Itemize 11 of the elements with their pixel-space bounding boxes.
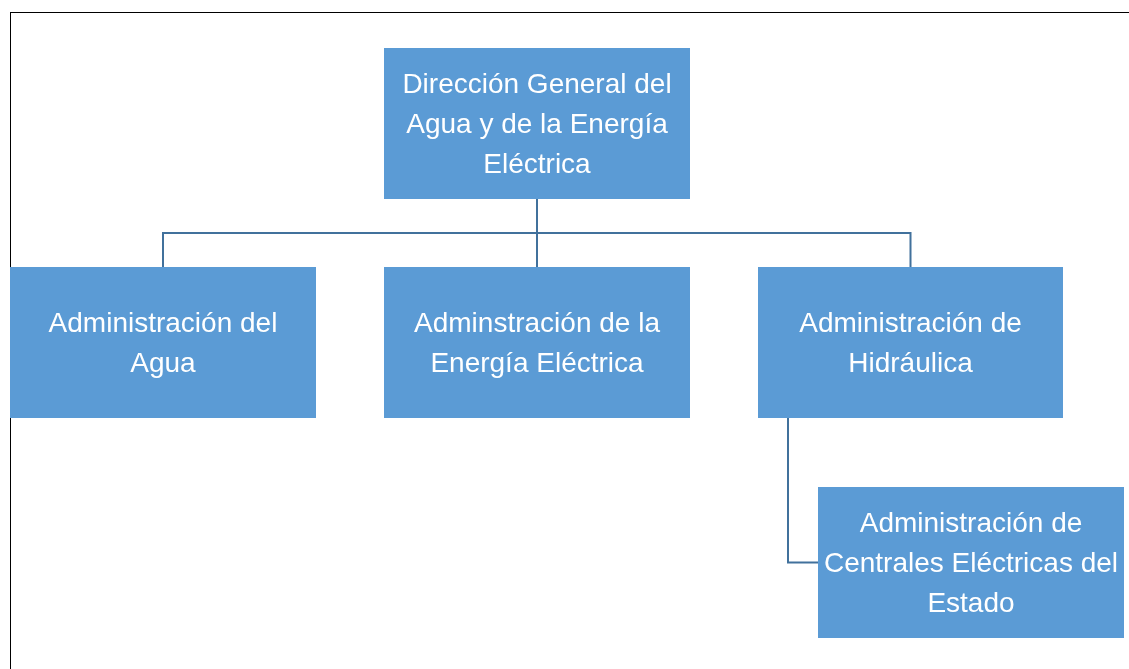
box-label: Administración de Hidráulica (798, 305, 1023, 380)
box-label: Administración del Agua (47, 305, 279, 380)
connector-line (787, 417, 819, 564)
box-label: Dirección General del Agua y de la Energía Eléctrica (401, 66, 673, 181)
org-box (10, 267, 316, 418)
org-box (384, 267, 690, 418)
org-box (758, 267, 1063, 418)
org-box (384, 48, 690, 199)
org-box (818, 487, 1124, 638)
box-label: Adminstración de la Energía Eléctrica (413, 305, 661, 380)
box-label: Administración de Centrales Eléctricas del Estado (822, 505, 1120, 620)
